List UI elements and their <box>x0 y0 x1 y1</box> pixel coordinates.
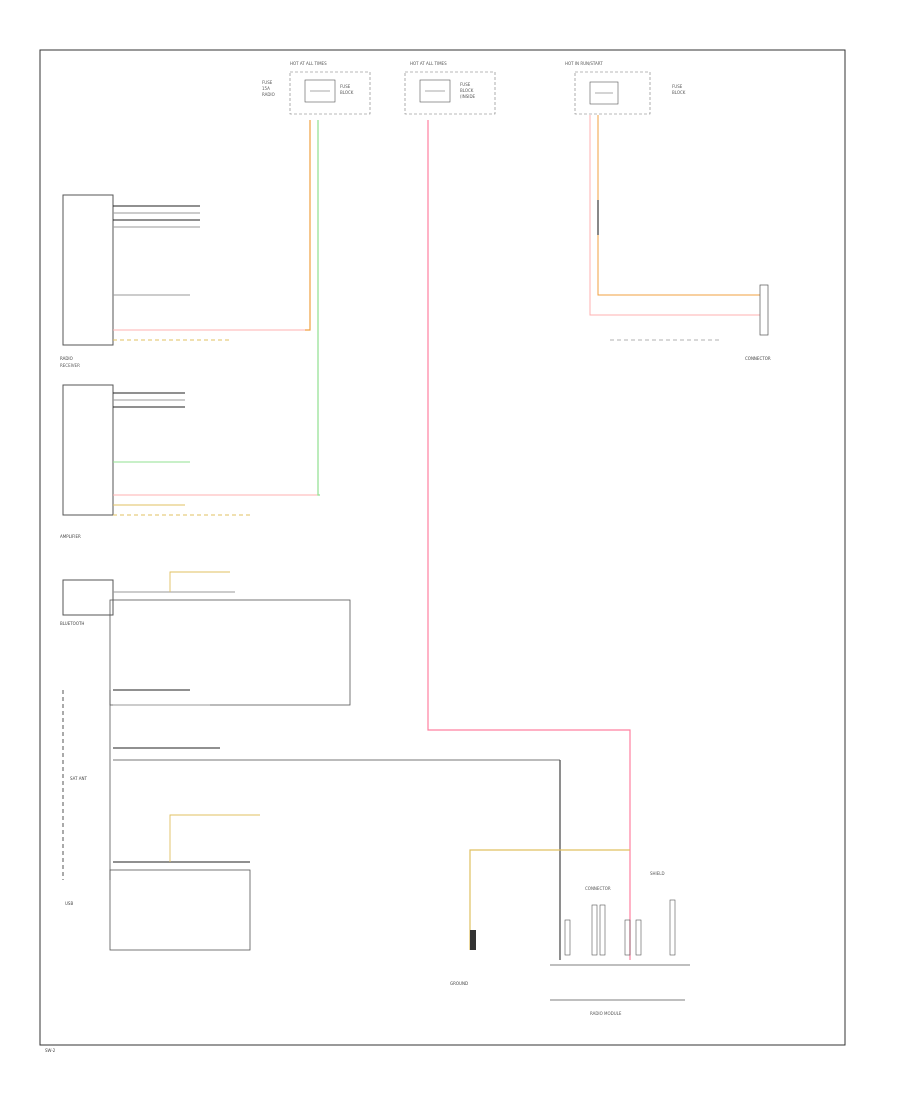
radio-module-box <box>62 194 114 346</box>
bluetooth-stub-wires <box>113 571 560 761</box>
svg-text:FUSE: FUSE <box>340 84 351 89</box>
radio-stub-wires <box>113 205 305 341</box>
bluetooth-module-label: BLUETOOTH <box>60 621 84 626</box>
svg-text:BLOCK: BLOCK <box>672 90 686 95</box>
main-wires <box>305 115 760 960</box>
svg-text:BLOCK: BLOCK <box>460 88 474 93</box>
bluetooth-module-box <box>62 579 114 616</box>
svg-text:SHIELD: SHIELD <box>650 871 665 876</box>
svg-text:CONNECTOR: CONNECTOR <box>585 886 611 891</box>
svg-text:RADIO: RADIO <box>262 92 275 97</box>
bottom-connector: CONNECTOR SHIELD RADIO MODULE <box>550 871 690 1016</box>
svg-text:RECEIVER: RECEIVER <box>60 363 80 368</box>
svg-text:15A: 15A <box>262 86 270 91</box>
radio-module-label: RADIO <box>60 356 73 361</box>
svg-text:FUSE: FUSE <box>262 80 273 85</box>
usb-stub-wires <box>113 814 260 863</box>
fuse-block-right: HOT IN RUN/START FUSE BLOCK <box>565 61 686 115</box>
fuse-right-header: HOT IN RUN/START <box>565 61 603 66</box>
fuse-left-header: HOT AT ALL TIMES <box>290 61 327 66</box>
svg-text:FUSE: FUSE <box>672 84 683 89</box>
usb-module-label: USB <box>65 901 73 906</box>
amplifier-box <box>62 384 114 516</box>
satellite-antenna-label: SAT ANT <box>70 776 87 781</box>
page-id: SW-2 <box>45 1048 56 1053</box>
rear-connector-label: CONNECTOR <box>745 356 771 361</box>
fuse-block-mid: HOT AT ALL TIMES FUSE BLOCK (INSIDE <box>404 61 496 115</box>
rear-connector-box <box>759 284 769 336</box>
svg-text:RADIO MODULE: RADIO MODULE <box>590 1011 622 1016</box>
ground-point-label: GROUND <box>450 981 468 986</box>
amplifier-label: AMPLIFIER <box>60 534 81 539</box>
usb-module-box <box>109 869 251 951</box>
svg-text:BLOCK: BLOCK <box>340 90 354 95</box>
svg-text:FUSE: FUSE <box>460 82 471 87</box>
fuse-block-left: HOT AT ALL TIMES FUSE 15A RADIO FUSE BLO… <box>262 61 371 115</box>
fuse-mid-header: HOT AT ALL TIMES <box>410 61 447 66</box>
diagram-frame <box>39 49 846 1046</box>
svg-text:(INSIDE: (INSIDE <box>460 94 476 99</box>
amplifier-stub-wires <box>113 392 320 516</box>
